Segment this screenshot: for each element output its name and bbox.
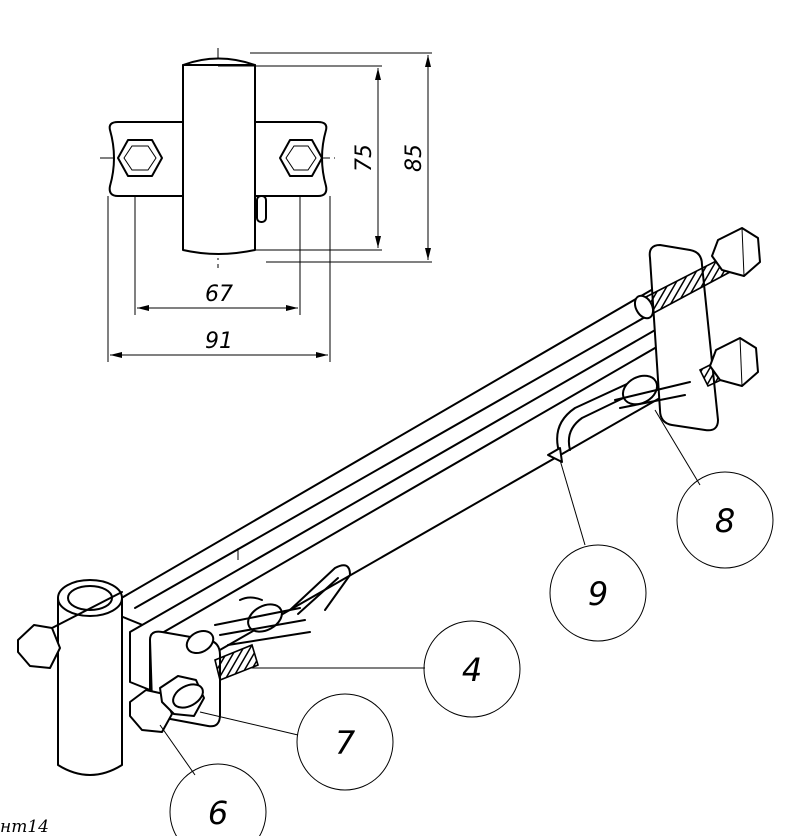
top-view: 67 91 75 85 [100, 48, 432, 362]
right-upper-hex-nut [711, 227, 761, 277]
dim-label-85: 85 [402, 144, 427, 172]
callout-label-6: 6 [208, 794, 228, 832]
leader-9 [559, 459, 586, 546]
callout-circle-8 [676, 471, 774, 569]
leader-8 [654, 409, 701, 486]
left-lower-washer [172, 683, 204, 709]
front-bar [129, 309, 701, 691]
left-tube [57, 579, 123, 776]
leader-6 [159, 724, 196, 776]
central-tube [182, 57, 256, 255]
footnote-fragment: нт14 [0, 817, 49, 836]
callout-label-7: 7 [335, 724, 356, 762]
callout-circle-4 [423, 620, 521, 718]
dim-label-67: 67 [205, 282, 233, 307]
right-hex-nut [279, 139, 323, 177]
left-thread [214, 643, 259, 682]
left-washer [185, 629, 215, 655]
left-upper-bolt-head [17, 624, 61, 669]
leader-7 [199, 711, 299, 736]
left-hex-nut [117, 139, 163, 177]
dim-label-91: 91 [205, 329, 233, 354]
callout-circle-7 [296, 693, 394, 791]
dim-label-75: 75 [352, 144, 377, 172]
right-lower-hex-nut [709, 337, 759, 387]
callout-label-9: 9 [588, 575, 608, 613]
callout-label-8: 8 [715, 502, 735, 540]
left-split-pin [289, 564, 351, 611]
callouts: 4 6 7 8 9 [159, 409, 774, 836]
callout-circle-9 [549, 544, 647, 642]
small-pin [256, 195, 267, 223]
isometric-view [17, 227, 761, 776]
callout-circle-6 [169, 763, 267, 836]
callout-label-4: 4 [462, 651, 482, 689]
right-pin-arrow [547, 447, 563, 463]
